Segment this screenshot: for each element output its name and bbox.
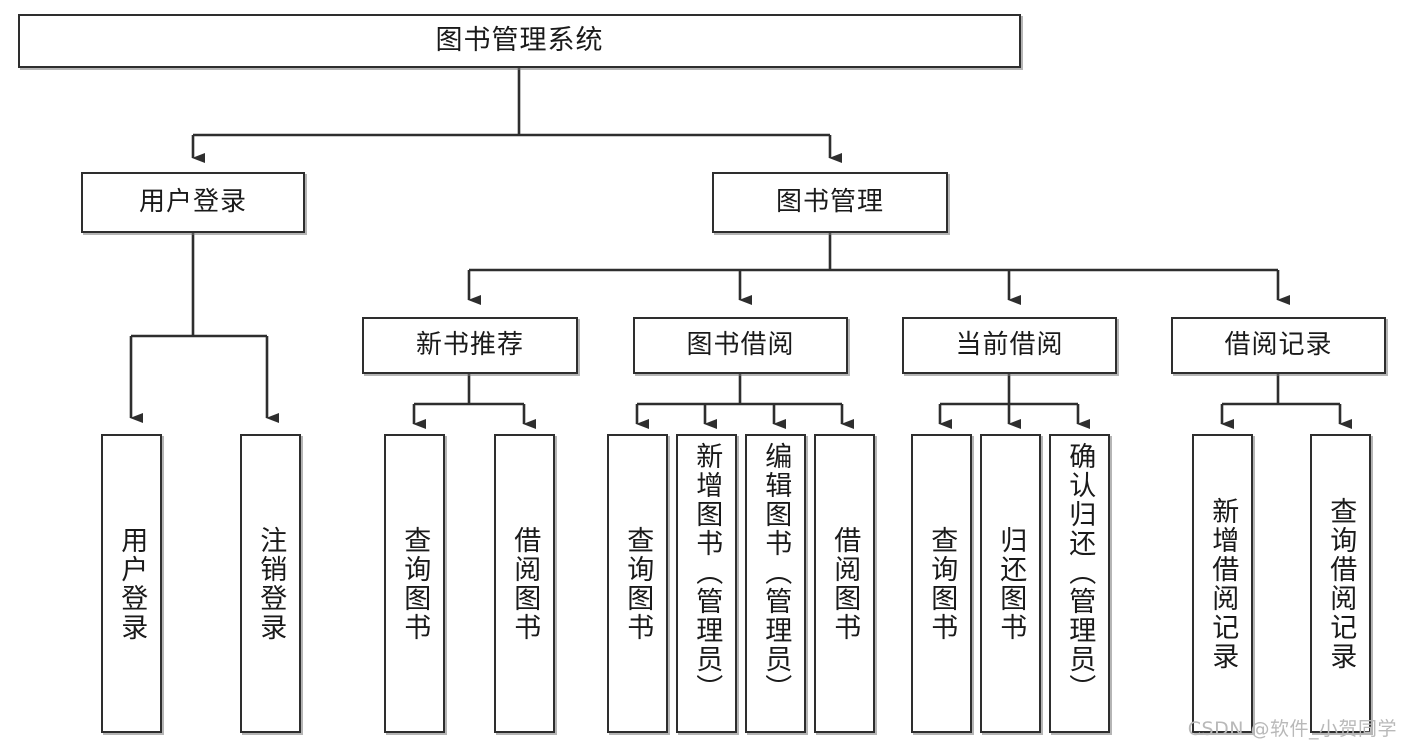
node-label: 借阅记录 [1224,329,1333,360]
node-label: 图书借阅 [686,329,795,360]
leaf-confirm-return-admin[interactable]: 确认归还（管理员） [1049,434,1110,733]
node-new-book-recommend[interactable]: 新书推荐 [362,317,578,374]
node-label: 借阅图书 [829,525,861,642]
node-label: 新增借阅记录 [1207,496,1239,671]
node-label: 查询借阅记录 [1325,496,1357,671]
leaf-borrow-book[interactable]: 借阅图书 [814,434,875,733]
node-label: 注销登录 [255,525,287,642]
node-label: 归还图书 [995,525,1027,642]
node-label: 图书管理系统 [435,24,604,56]
node-book-management[interactable]: 图书管理 [712,172,948,233]
leaf-user-login[interactable]: 用户登录 [101,434,162,733]
node-label: 编辑图书（管理员） [760,442,792,703]
leaf-logout-login[interactable]: 注销登录 [240,434,301,733]
node-root-system[interactable]: 图书管理系统 [18,14,1021,68]
node-label: 查询图书 [399,525,431,642]
leaf-borrow-book-recommend[interactable]: 借阅图书 [494,434,555,733]
node-book-borrow[interactable]: 图书借阅 [633,317,848,374]
node-label: 查询图书 [926,525,958,642]
node-user-login[interactable]: 用户登录 [81,172,305,233]
leaf-return-book[interactable]: 归还图书 [980,434,1041,733]
node-label: 用户登录 [116,525,148,642]
leaf-query-book-recommend[interactable]: 查询图书 [384,434,445,733]
leaf-add-borrow-record[interactable]: 新增借阅记录 [1192,434,1253,733]
node-current-borrow[interactable]: 当前借阅 [902,317,1117,374]
node-label: 新书推荐 [415,329,524,360]
node-label: 当前借阅 [955,329,1064,360]
node-label: 用户登录 [138,186,247,217]
node-label: 图书管理 [775,186,884,217]
leaf-query-book-current[interactable]: 查询图书 [911,434,972,733]
node-label: 新增图书（管理员） [691,442,723,703]
leaf-add-book-admin[interactable]: 新增图书（管理员） [676,434,737,733]
csdn-watermark: CSDN @软件_小贺同学 [1187,718,1397,740]
leaf-query-book-borrow[interactable]: 查询图书 [607,434,668,733]
node-borrow-record[interactable]: 借阅记录 [1171,317,1386,374]
node-label: 确认归还（管理员） [1064,442,1096,703]
leaf-query-borrow-record[interactable]: 查询借阅记录 [1310,434,1371,733]
leaf-edit-book-admin[interactable]: 编辑图书（管理员） [745,434,806,733]
node-label: 借阅图书 [509,525,541,642]
node-label: 查询图书 [622,525,654,642]
